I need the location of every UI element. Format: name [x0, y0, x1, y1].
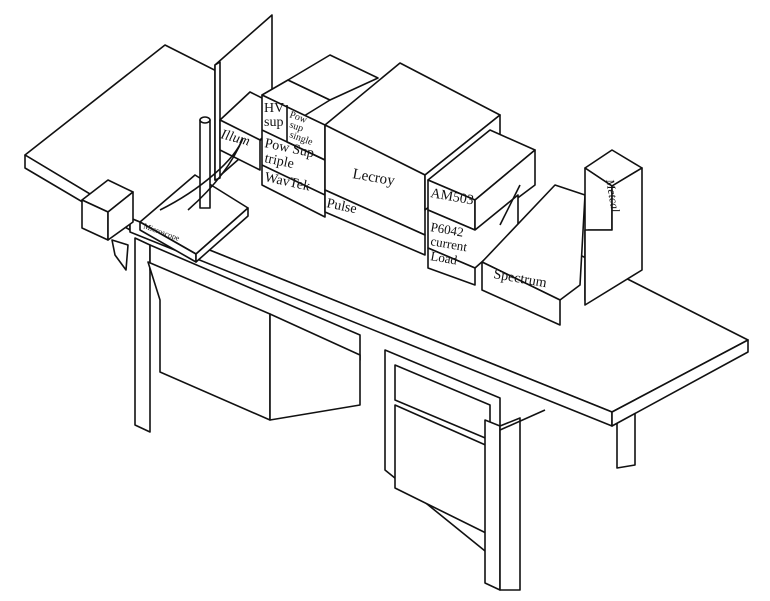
- label-hv-sup-2: sup: [264, 115, 283, 130]
- metcal-box: [584, 149, 643, 306]
- label-pow-sup-single-2: sup: [288, 119, 305, 134]
- labels: HV sup Pow sup single Illum Pow Sup trip…: [142, 101, 622, 291]
- label-pulse: Pulse: [325, 196, 358, 217]
- label-am503: AM503: [429, 186, 475, 208]
- label-pow-sup-triple-2: triple: [263, 151, 295, 172]
- table-legs: [134, 237, 636, 591]
- label-current: current: [429, 233, 468, 254]
- label-hv-sup-1: HV: [264, 101, 284, 116]
- label-p6042: P6042: [429, 219, 464, 240]
- microscope: [139, 116, 249, 263]
- label-load: Load: [429, 248, 458, 267]
- spectrum-box: [481, 184, 586, 326]
- label-lecroy: Lecroy: [351, 166, 396, 189]
- label-metcal: Metcal: [603, 177, 623, 214]
- clamp: [81, 179, 134, 271]
- power-supply-stack: [261, 54, 379, 218]
